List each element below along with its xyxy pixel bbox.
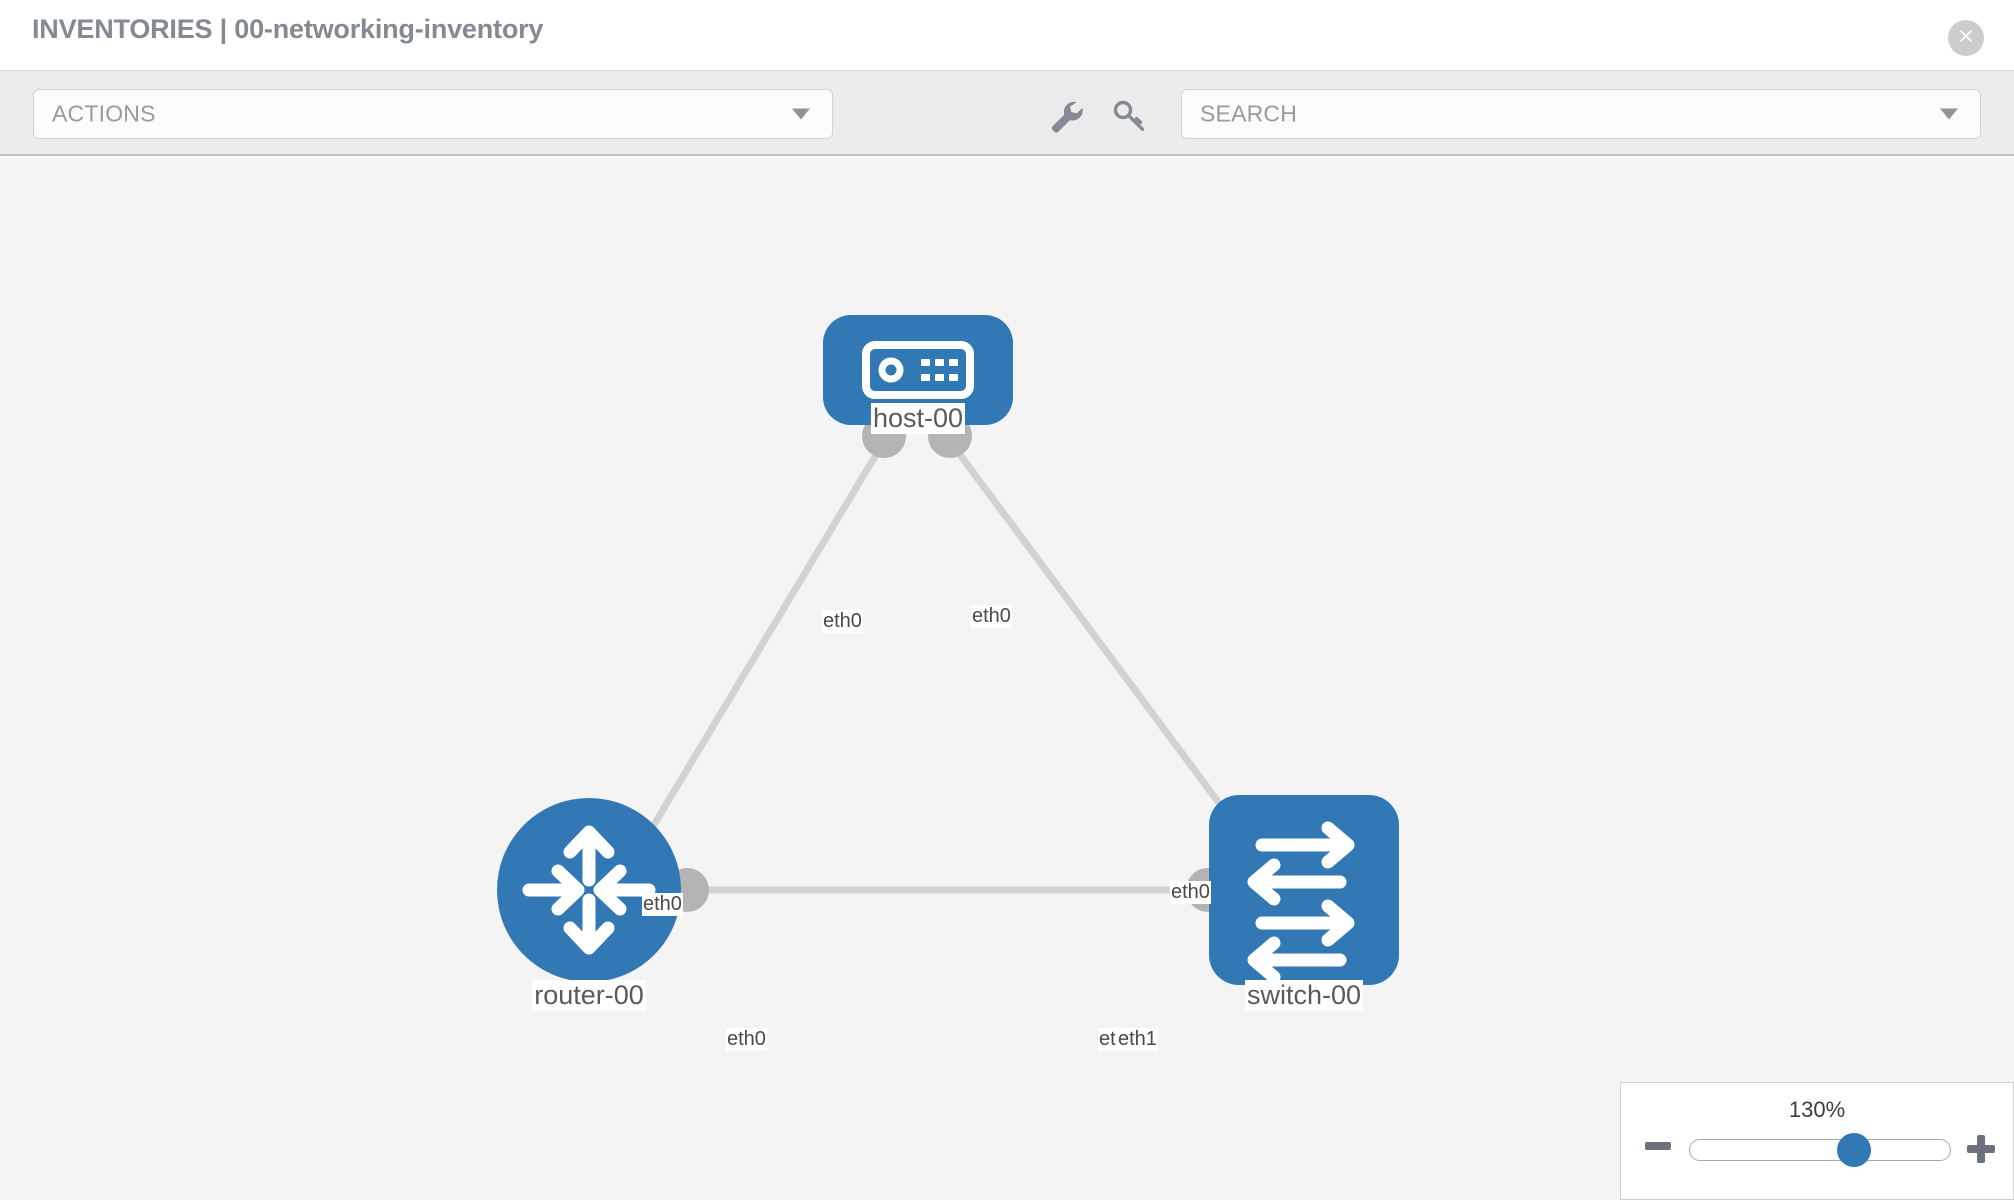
node-router-00 <box>497 798 681 982</box>
page-title: INVENTORIES | 00-networking-inventory <box>32 14 544 44</box>
topology-links <box>636 445 1248 894</box>
toolbar: ACTIONS SEARCH <box>0 70 2014 156</box>
iface-label: eth0 <box>642 893 683 916</box>
node-label-switch: switch-00 <box>1244 980 1364 1011</box>
wrench-icon[interactable] <box>1046 99 1086 133</box>
zoom-slider[interactable] <box>1689 1133 1951 1167</box>
router-arrows-icon <box>522 825 656 955</box>
zoom-slider-thumb[interactable] <box>1836 1133 1871 1167</box>
zoom-control-panel: 130% <box>1620 1082 2014 1200</box>
switch-arrows-icon <box>1247 821 1355 984</box>
search-input[interactable]: SEARCH <box>1181 89 1981 139</box>
link-host-switch <box>952 445 1248 841</box>
key-icon[interactable] <box>1110 99 1150 133</box>
node-host-00 <box>823 315 1013 425</box>
node-label-router: router-00 <box>532 980 646 1011</box>
zoom-out-button[interactable] <box>1645 1135 1671 1162</box>
iface-label: eth1 <box>1117 1028 1158 1051</box>
zoom-level-label: 130% <box>1788 1097 1846 1122</box>
chevron-down-icon <box>792 108 810 120</box>
actions-dropdown-label: ACTIONS <box>52 100 156 127</box>
chevron-down-icon <box>1940 108 1958 120</box>
server-icon <box>862 341 974 399</box>
topology-graph <box>497 315 1399 985</box>
actions-dropdown[interactable]: ACTIONS <box>33 89 833 139</box>
iface-label: eth0 <box>822 610 863 633</box>
topology-canvas[interactable]: host-00 router-00 switch-00 eth0 eth0 et… <box>0 158 2014 1200</box>
iface-label: eth0 <box>1170 881 1211 904</box>
zoom-in-button[interactable] <box>1967 1135 1995 1168</box>
link-host-router <box>636 446 884 850</box>
search-placeholder: SEARCH <box>1200 100 1298 127</box>
close-icon[interactable] <box>1948 20 1984 56</box>
iface-label: eth0 <box>971 605 1012 628</box>
page-header: INVENTORIES | 00-networking-inventory <box>0 0 2014 70</box>
node-switch-00 <box>1209 795 1399 985</box>
iface-label: eth0 <box>726 1028 767 1051</box>
node-label-host: host-00 <box>870 403 966 434</box>
